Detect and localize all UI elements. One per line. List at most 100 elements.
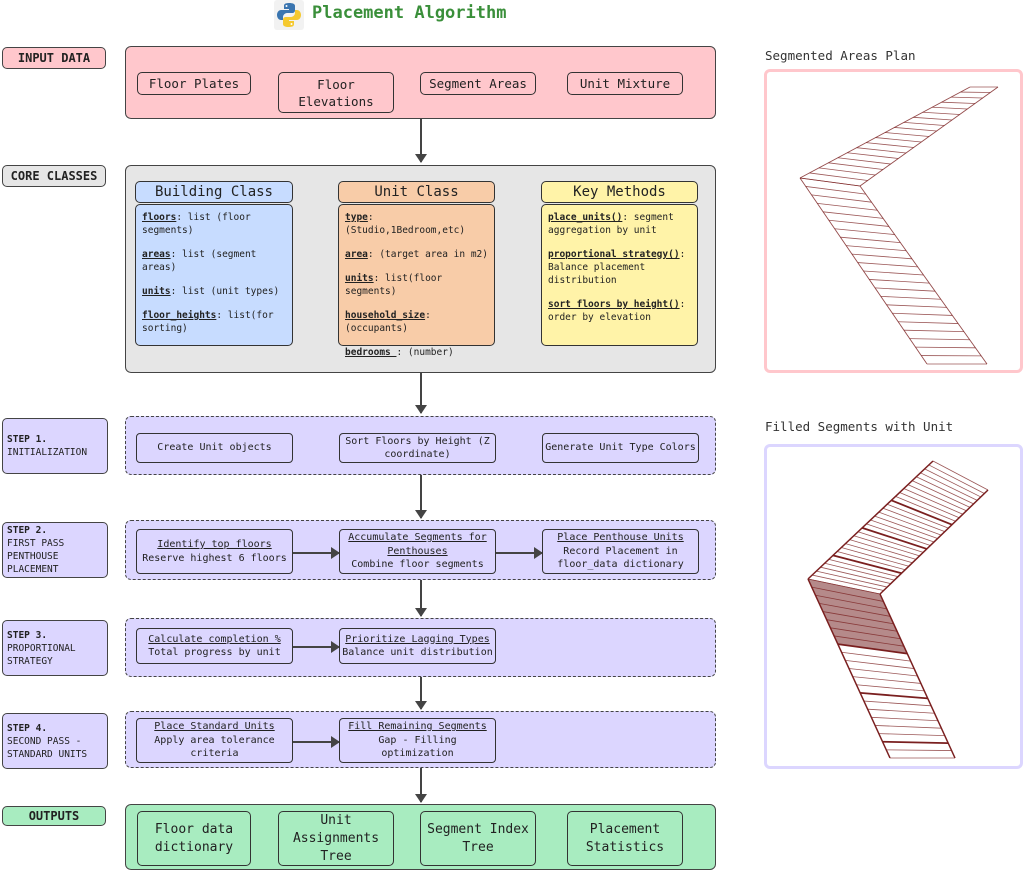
- plan-line: [830, 627, 901, 640]
- building-class-header: Building Class: [135, 181, 293, 203]
- step-item-title: Accumulate Segments for Penthouses: [348, 532, 487, 557]
- plan-line: [895, 496, 956, 522]
- step-item-desc: Balance unit distribution: [342, 647, 493, 658]
- step-item-desc: Apply area tolerance criteria: [154, 734, 275, 760]
- plan-line: [824, 562, 895, 581]
- step-panel: Calculate completion %Total progress by …: [125, 618, 716, 677]
- plan-line: [866, 523, 931, 546]
- plan-line: [903, 121, 945, 126]
- field-name: units: [345, 273, 374, 284]
- plan-line: [861, 527, 928, 550]
- plan-line: [841, 547, 909, 567]
- plan-line: [837, 157, 891, 165]
- class-field: area: (target area in m2): [345, 248, 488, 261]
- step-label: STEP 3.PROPORTIONAL STRATEGY: [2, 620, 108, 676]
- class-field: floor_heights: list(for sorting): [142, 309, 286, 335]
- plan-line: [909, 338, 970, 341]
- plan-line: [841, 651, 911, 662]
- plan-line: [828, 219, 889, 227]
- plan-line: [837, 643, 908, 655]
- plan-line: [916, 476, 974, 505]
- plan-line: [898, 321, 959, 324]
- plan-line: [863, 700, 932, 707]
- plan-line: [903, 329, 964, 333]
- plan-line: [875, 725, 942, 729]
- plan-line: [892, 312, 953, 316]
- plan-line: [913, 116, 953, 121]
- plan-line: [890, 499, 953, 526]
- output-item: Placement Statistics: [567, 811, 683, 866]
- plan-line: [886, 749, 952, 751]
- plan-line: [857, 262, 918, 268]
- step-item-title: Place Penthouse Units: [557, 532, 684, 544]
- field-name: area: [345, 249, 368, 260]
- plan-line: [920, 472, 978, 501]
- flow-arrow: [415, 677, 427, 710]
- step-name: FIRST PASS PENTHOUSE PLACEMENT: [7, 538, 65, 575]
- class-field: proportional strategy(): Balance placeme…: [548, 248, 691, 287]
- plan-line: [849, 539, 917, 560]
- plan-line: [922, 111, 960, 115]
- field-name: floors: [142, 212, 177, 223]
- step-item-title: Place Standard Units: [154, 721, 275, 733]
- output-item: Segment Index Tree: [420, 811, 536, 866]
- plan-line: [807, 460, 934, 580]
- field-name: areas: [142, 249, 171, 260]
- class-field: units: list (unit types): [142, 285, 286, 298]
- plan-line: [871, 716, 938, 722]
- plan-line: [875, 137, 922, 143]
- step-number: STEP 1.: [7, 434, 48, 445]
- field-name: household_size: [345, 310, 426, 321]
- plan-line: [847, 152, 899, 159]
- plan-line: [816, 570, 888, 588]
- field-desc: : list (floor segments): [142, 212, 251, 236]
- plan-line: [799, 177, 861, 187]
- field-desc: : (target area in m2): [367, 249, 488, 260]
- plan-line: [859, 86, 999, 187]
- flow-arrow: [415, 580, 427, 617]
- step-label: STEP 1.INITIALIZATION: [2, 418, 108, 474]
- plan-line: [856, 147, 907, 154]
- plan-line: [882, 740, 949, 744]
- input-data-label: INPUT DATA: [2, 47, 106, 69]
- input-item: Floor Elevations: [278, 72, 394, 113]
- plan-line: [811, 194, 872, 203]
- plan-line: [866, 142, 914, 148]
- plan-line: [879, 593, 956, 759]
- field-name: bedrooms: [345, 347, 397, 358]
- step-item: Calculate completion %Total progress by …: [136, 628, 293, 664]
- plan-line: [834, 228, 895, 235]
- segmented-plan-image: [764, 69, 1023, 373]
- flow-arrow: [293, 546, 340, 559]
- plan-line: [887, 503, 949, 529]
- step-item-desc: Total progress by unit: [148, 647, 281, 658]
- step-item: Generate Unit Type Colors: [542, 433, 699, 463]
- plan-line: [869, 279, 930, 284]
- class-field: areas: list (segment areas): [142, 248, 286, 274]
- plan-line: [924, 468, 981, 498]
- plan-line: [915, 346, 976, 349]
- plan-line: [840, 236, 901, 244]
- key-methods-header: Key Methods: [541, 181, 698, 203]
- step-item-desc: Gap - Filling optimization: [378, 734, 457, 760]
- page-title: Placement Algorithm: [312, 3, 507, 23]
- class-field: bedrooms : (number): [345, 346, 488, 359]
- segmented-plan-title: Segmented Areas Plan: [765, 48, 916, 63]
- plan-line: [807, 578, 891, 759]
- plan-line: [911, 480, 971, 508]
- python-logo-icon: [274, 0, 304, 30]
- field-desc: :(Studio,1Bedroom,etc): [345, 212, 466, 236]
- plan-line: [886, 304, 947, 308]
- field-desc: : (number): [396, 347, 454, 358]
- class-field: floors: list (floor segments): [142, 211, 286, 237]
- plan-line: [815, 594, 887, 610]
- field-desc: : list(for sorting): [142, 310, 274, 334]
- plan-line: [811, 586, 884, 602]
- input-data-panel: Floor Plates Floor Elevations Segment Ar…: [125, 46, 716, 119]
- step-label: STEP 4.SECOND PASS - STANDARD UNITS: [2, 713, 108, 769]
- output-item: Unit Assignments Tree: [278, 811, 394, 866]
